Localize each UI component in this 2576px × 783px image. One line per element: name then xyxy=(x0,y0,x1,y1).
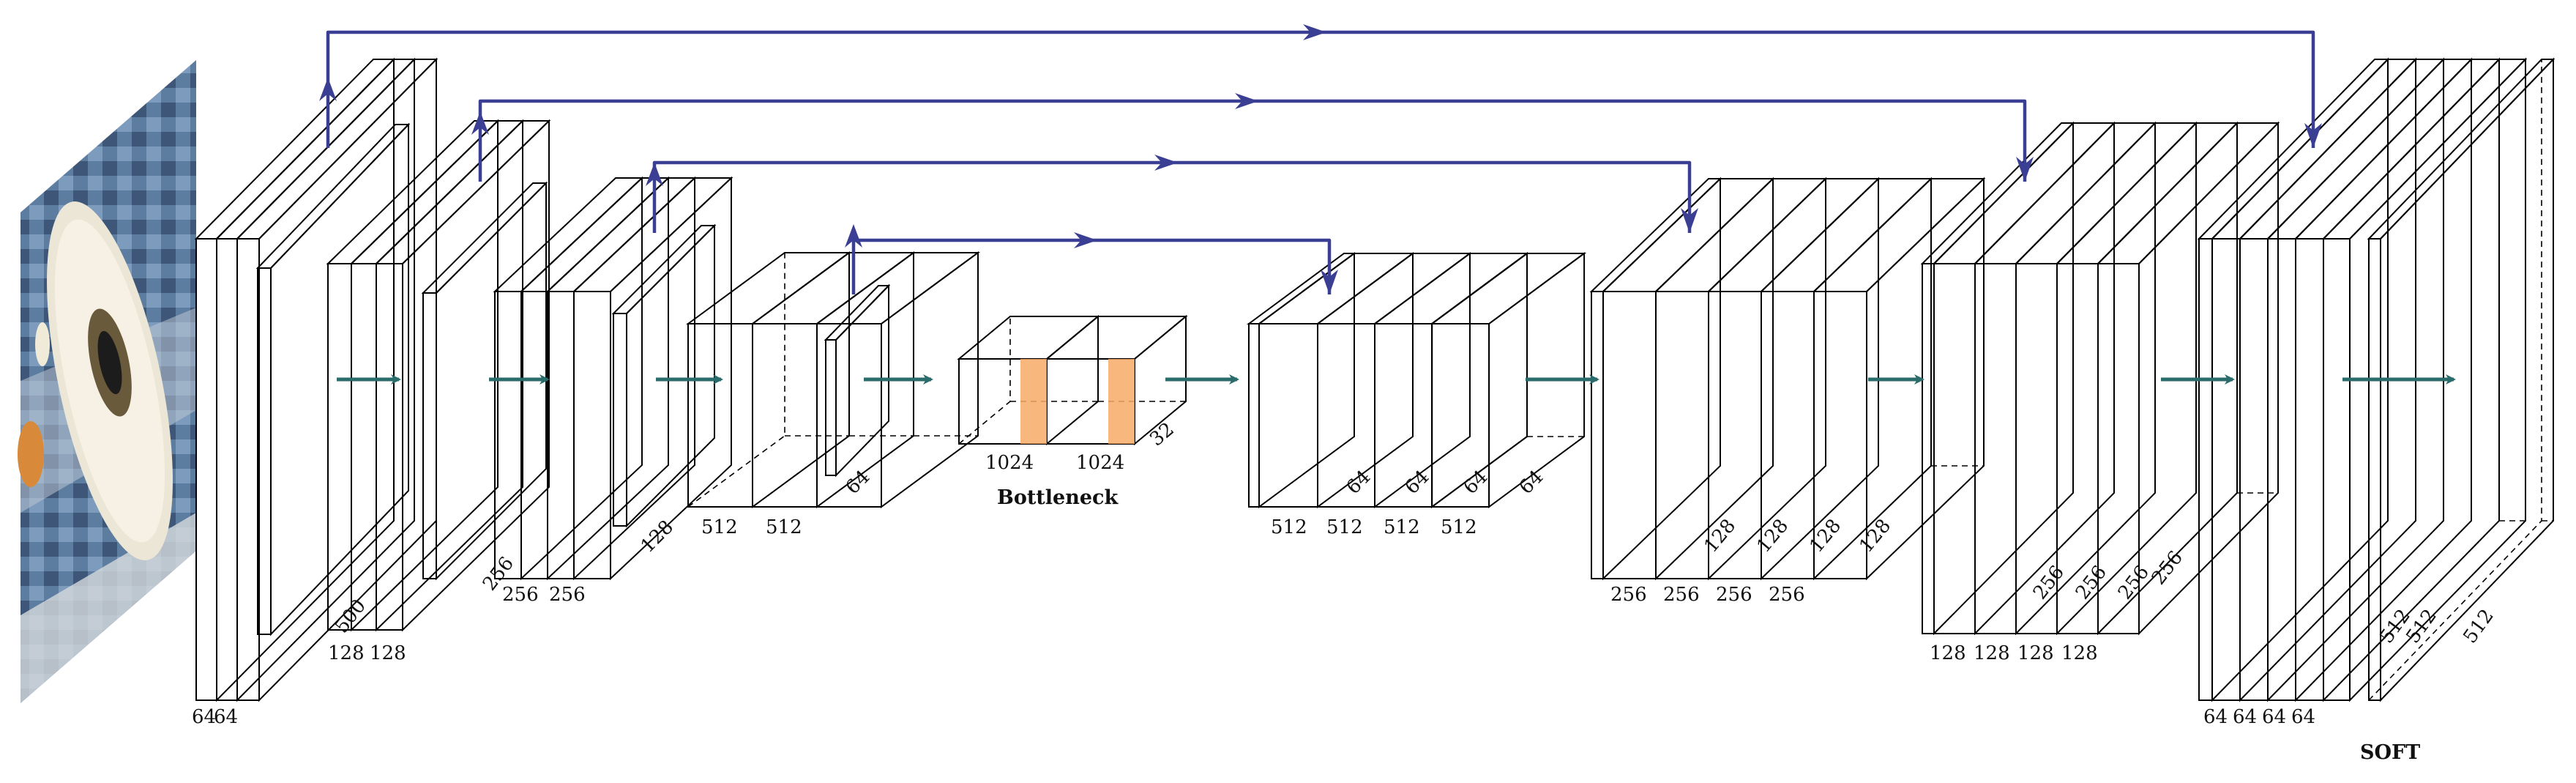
skip-connections xyxy=(319,24,2322,294)
dec3-label-4: 128 xyxy=(2061,642,2098,664)
dec2-label-3: 256 xyxy=(1716,584,1752,606)
skip-connection-1 xyxy=(328,32,2313,148)
dec2-inner-label-1: 128 xyxy=(1700,515,1740,557)
bottleneck-label-2: 1024 xyxy=(1076,452,1124,474)
dec4-label-2: 64 xyxy=(2233,706,2257,728)
decoder-1-upconv-1 xyxy=(1249,253,1354,507)
decoder-1-conv-3 xyxy=(1318,253,1470,507)
dec2-label-1: 256 xyxy=(1610,584,1647,606)
enc2-label-2: 128 xyxy=(370,642,406,664)
dec3-label-3: 128 xyxy=(2017,642,2054,664)
dec3-label-1: 128 xyxy=(1930,642,1966,664)
decoder-2 xyxy=(1591,179,1984,579)
dec2-inner-label-2: 128 xyxy=(1752,515,1793,557)
skip-connection-2 xyxy=(480,101,2025,182)
dec3-inner-label-1: 256 xyxy=(2029,562,2069,604)
decoder-1-conv-5 xyxy=(1432,253,1527,507)
enc2-label-1: 128 xyxy=(328,642,365,664)
enc3-label-1: 256 xyxy=(502,584,539,606)
dec2-label-4: 256 xyxy=(1769,584,1805,606)
bottleneck-band-1 xyxy=(1020,359,1047,444)
dec1-inner-label-1: 64 xyxy=(1343,466,1375,499)
bottleneck-band-2 xyxy=(1108,359,1135,444)
dec4-label-3: 64 xyxy=(2262,706,2286,728)
dec3-label-2: 128 xyxy=(1974,642,2010,664)
dec1-label-2: 512 xyxy=(1326,516,1363,538)
enc4-depth-label: 128 xyxy=(637,516,678,557)
encoder-1-conv xyxy=(196,59,436,700)
decoder-3-conv-3 xyxy=(1975,123,2155,634)
decoder-2-concat-4 xyxy=(1709,179,1878,579)
enc4-label-1: 512 xyxy=(701,516,738,538)
input-image xyxy=(18,60,198,703)
enc2-depth-label: 500 xyxy=(331,595,370,638)
encoder-2-conv-slice-1 xyxy=(328,121,498,630)
skip-connection-4 xyxy=(854,240,1329,294)
dec2-depth-label: 128 xyxy=(1855,515,1895,557)
dec4-label-4: 64 xyxy=(2291,706,2315,728)
decoder-1-concat-2 xyxy=(1259,253,1413,507)
dec1-label-4: 512 xyxy=(1441,516,1477,538)
dec1-inner-label-2: 64 xyxy=(1401,466,1434,499)
dec3-inner-label-3: 256 xyxy=(2114,562,2154,604)
enc1-label-2: 64 xyxy=(214,706,238,728)
dec1-label-3: 512 xyxy=(1384,516,1420,538)
enc4-label-2: 512 xyxy=(766,516,802,538)
bottleneck-depth-label: 32 xyxy=(1146,418,1179,450)
dec2-inner-label-3: 128 xyxy=(1805,515,1845,557)
dec3-depth-label: 256 xyxy=(2148,547,2187,590)
softmax-caption: SOFT xyxy=(2360,741,2420,764)
enc3-label-2: 256 xyxy=(549,584,586,606)
enc1-label-1: 64 xyxy=(192,706,216,728)
enc5-depth-label: 64 xyxy=(842,466,875,499)
encoder-3-pool xyxy=(613,226,714,526)
bottleneck-caption: Bottleneck xyxy=(997,486,1119,509)
decoder-2-conv-3 xyxy=(1656,179,1826,579)
dec4-label-1: 64 xyxy=(2203,706,2228,728)
bottleneck-conv xyxy=(959,316,1186,444)
bottleneck-label-1: 1024 xyxy=(985,452,1034,474)
dec1-depth-label: 64 xyxy=(1515,466,1548,499)
skip-connection-3 xyxy=(654,163,1690,233)
decoder-2-concat-2 xyxy=(1603,179,1773,579)
dec2-label-2: 256 xyxy=(1663,584,1700,606)
decoder-1-concat-4 xyxy=(1375,253,1527,507)
dec1-inner-label-3: 64 xyxy=(1460,466,1493,499)
dec3-inner-label-2: 256 xyxy=(2072,562,2111,604)
dec1-label-1: 512 xyxy=(1271,516,1307,538)
